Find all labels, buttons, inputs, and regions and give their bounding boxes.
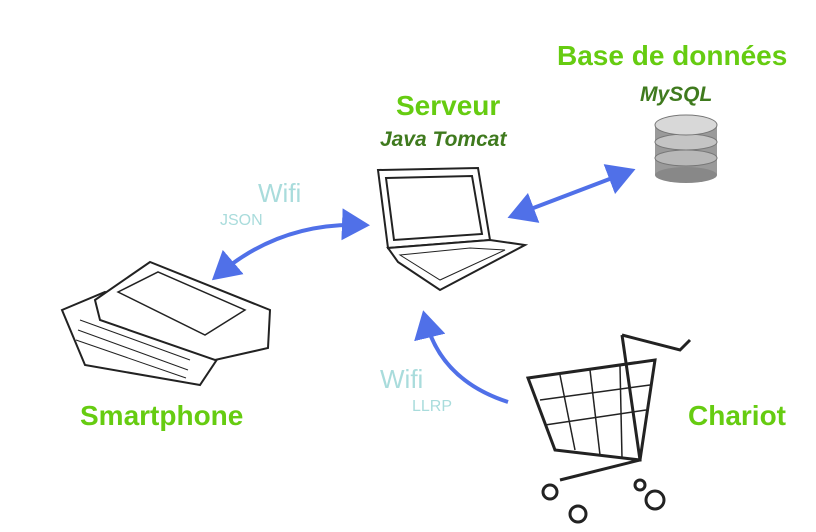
cart-title: Chariot (688, 400, 786, 431)
database-icon (654, 114, 718, 183)
arrow-server-database (507, 164, 636, 223)
phone-link-protocol: JSON (220, 212, 263, 229)
arrow-phone-server (211, 208, 370, 281)
database-subtitle: MySQL (640, 83, 713, 106)
cart-link-protocol: LLRP (412, 398, 453, 415)
arrow-cart-server (414, 310, 509, 404)
laptop-icon (376, 166, 529, 292)
server-title: Serveur (396, 90, 501, 121)
phone-link-medium: Wifi (258, 178, 302, 208)
server-subtitle: Java Tomcat (380, 128, 507, 151)
cart-link-medium: Wifi (380, 364, 424, 394)
database-title: Base de données (557, 40, 788, 71)
cart-icon (525, 333, 692, 524)
smartphone-icon (60, 260, 272, 387)
smartphone-title: Smartphone (80, 400, 244, 431)
